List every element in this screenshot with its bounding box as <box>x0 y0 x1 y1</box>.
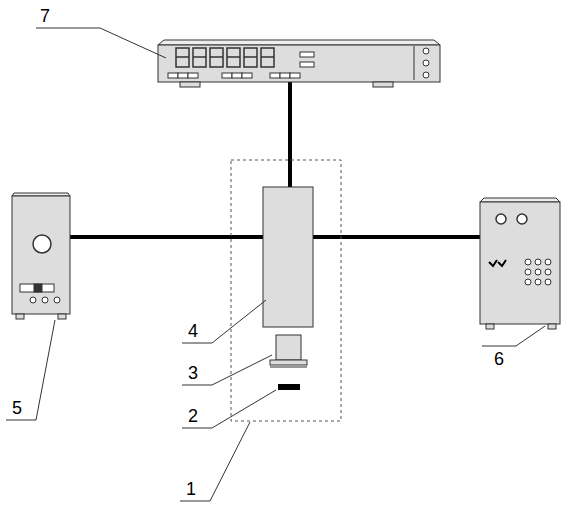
power-supply <box>12 193 70 319</box>
sample-holder <box>270 335 307 367</box>
callout-number: 2 <box>188 406 198 426</box>
callout-number: 3 <box>188 363 198 383</box>
probe-body <box>263 187 313 327</box>
counter-device <box>158 40 440 87</box>
sample <box>278 384 300 390</box>
control-unit <box>480 198 560 329</box>
leader-lines <box>6 28 545 501</box>
callout-number: 6 <box>494 349 504 369</box>
enclosure-frame <box>231 160 341 421</box>
callout-number: 1 <box>186 479 196 499</box>
callout-number: 5 <box>12 398 22 418</box>
callout-number: 4 <box>188 321 198 341</box>
callout-number: 7 <box>40 6 50 26</box>
